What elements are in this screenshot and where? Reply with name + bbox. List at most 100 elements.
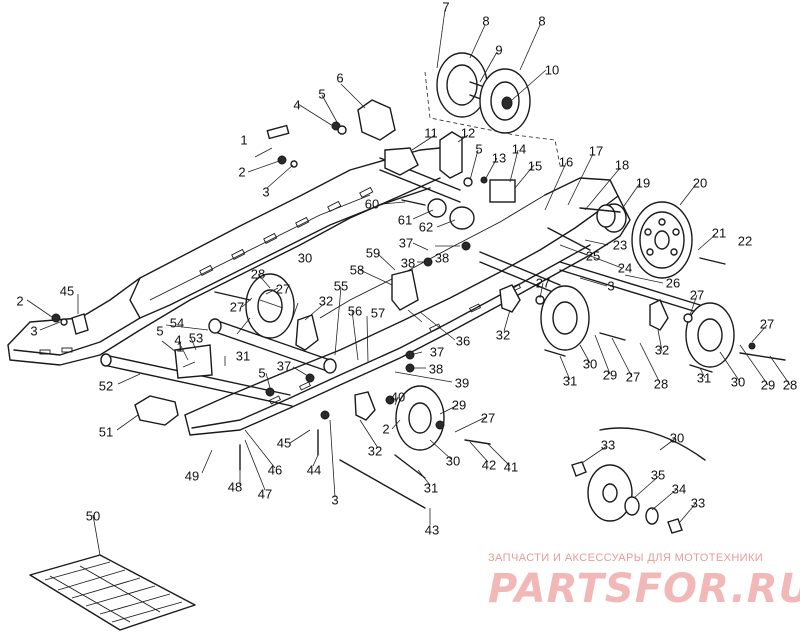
part-label-46: 46 <box>267 462 283 478</box>
part-label-27: 27 <box>625 369 641 385</box>
part-label-3: 3 <box>262 184 270 200</box>
part-label-1: 1 <box>240 132 248 148</box>
part-label-62: 62 <box>418 219 434 235</box>
left-rail <box>7 147 441 366</box>
part-label-29: 29 <box>760 377 776 393</box>
part-label-26: 26 <box>665 275 681 291</box>
part-label-60: 60 <box>364 196 380 212</box>
part-label-28: 28 <box>653 376 669 392</box>
part-label-61: 61 <box>397 212 413 228</box>
part-label-58: 58 <box>349 262 365 278</box>
watermark-logo: PARTSFOR.RU <box>488 566 800 612</box>
part-label-53: 53 <box>188 330 204 346</box>
part-label-11: 11 <box>424 125 438 141</box>
top-brackets <box>266 99 516 203</box>
part-label-18: 18 <box>614 157 630 173</box>
part-label-40: 40 <box>390 389 406 405</box>
part-label-27: 27 <box>689 287 705 303</box>
part-label-44: 44 <box>306 462 322 478</box>
part-label-3: 3 <box>607 278 615 294</box>
part-label-24: 24 <box>617 260 633 276</box>
part-label-31: 31 <box>696 370 712 386</box>
part-label-32: 32 <box>318 293 334 309</box>
part-label-20: 20 <box>692 175 708 191</box>
part-label-41: 41 <box>503 459 519 475</box>
part-label-10: 10 <box>544 62 560 78</box>
part-label-1: 1 <box>176 339 184 355</box>
wheel-left-30 <box>245 273 295 339</box>
part-label-33: 33 <box>600 437 616 453</box>
part-label-30: 30 <box>582 356 598 372</box>
part-label-31: 31 <box>562 373 578 389</box>
part-label-8: 8 <box>482 13 490 29</box>
part-label-32: 32 <box>495 327 511 343</box>
part-label-27: 27 <box>480 410 496 426</box>
part-label-4: 4 <box>174 332 182 348</box>
part-label-9: 9 <box>495 42 503 58</box>
part-label-43: 43 <box>424 522 440 538</box>
part-label-2: 2 <box>16 293 24 309</box>
part-label-56: 56 <box>347 303 363 319</box>
part-label-27: 27 <box>535 275 551 291</box>
part-label-47: 47 <box>257 486 273 502</box>
wheel-center-30 <box>540 285 590 351</box>
top-wheel-assembly <box>424 52 561 166</box>
part-label-5: 5 <box>475 141 483 157</box>
part-label-21: 21 <box>711 225 727 241</box>
part-label-50: 50 <box>85 508 101 524</box>
part-label-15: 15 <box>527 158 543 174</box>
part-label-23: 23 <box>612 237 628 253</box>
part-label-17: 17 <box>588 143 604 159</box>
part-label-27: 27 <box>759 316 775 332</box>
part-label-31: 31 <box>235 348 251 364</box>
part-label-13: 13 <box>491 150 507 166</box>
part-51 <box>134 395 179 426</box>
part-label-33: 33 <box>690 495 706 511</box>
part-label-59: 59 <box>365 245 381 261</box>
part-label-6: 6 <box>336 70 344 86</box>
part-label-49: 49 <box>184 468 200 484</box>
part-label-5: 5 <box>258 365 266 381</box>
part-label-27: 27 <box>275 281 291 297</box>
part-label-38: 38 <box>434 250 450 266</box>
part-label-37: 37 <box>429 344 445 360</box>
part-label-37: 37 <box>398 235 414 251</box>
part-label-3: 3 <box>331 492 339 508</box>
right-rail <box>184 177 631 436</box>
part-label-55: 55 <box>333 278 349 294</box>
part-label-29: 29 <box>451 397 467 413</box>
part-label-51: 51 <box>98 424 114 440</box>
part-label-57: 57 <box>370 305 386 321</box>
part-label-12: 12 <box>460 125 476 141</box>
part-label-29: 29 <box>602 367 618 383</box>
part-label-32: 32 <box>654 342 670 358</box>
part-label-45: 45 <box>59 283 75 299</box>
bolts <box>51 155 786 509</box>
part-label-14: 14 <box>511 141 527 157</box>
part-label-30: 30 <box>297 250 313 266</box>
part-label-5: 5 <box>156 323 164 339</box>
part-label-30: 30 <box>730 374 746 390</box>
part-label-28: 28 <box>250 266 266 282</box>
part-label-5: 5 <box>318 86 326 102</box>
wheel-detail-30 <box>571 427 706 534</box>
part-label-54: 54 <box>169 315 185 331</box>
part-label-28: 28 <box>782 377 798 393</box>
part-label-22: 22 <box>737 233 753 249</box>
part-label-38: 38 <box>428 361 444 377</box>
watermark-tagline: ЗАПЧАСТИ И АКСЕССУАРЫ ДЛЯ МОТОТЕХНИКИ <box>488 552 764 564</box>
part-label-34: 34 <box>671 481 687 497</box>
wheel-20 <box>631 201 693 279</box>
part-label-37: 37 <box>276 358 292 374</box>
part-label-39: 39 <box>454 375 470 391</box>
part-label-16: 16 <box>558 154 574 170</box>
part-label-4: 4 <box>293 97 301 113</box>
part-label-52: 52 <box>98 378 114 394</box>
part-label-19: 19 <box>635 175 651 191</box>
part-label-38: 38 <box>400 255 416 271</box>
part-label-45: 45 <box>276 435 292 451</box>
part-label-35: 35 <box>650 467 666 483</box>
bushings <box>427 198 627 233</box>
